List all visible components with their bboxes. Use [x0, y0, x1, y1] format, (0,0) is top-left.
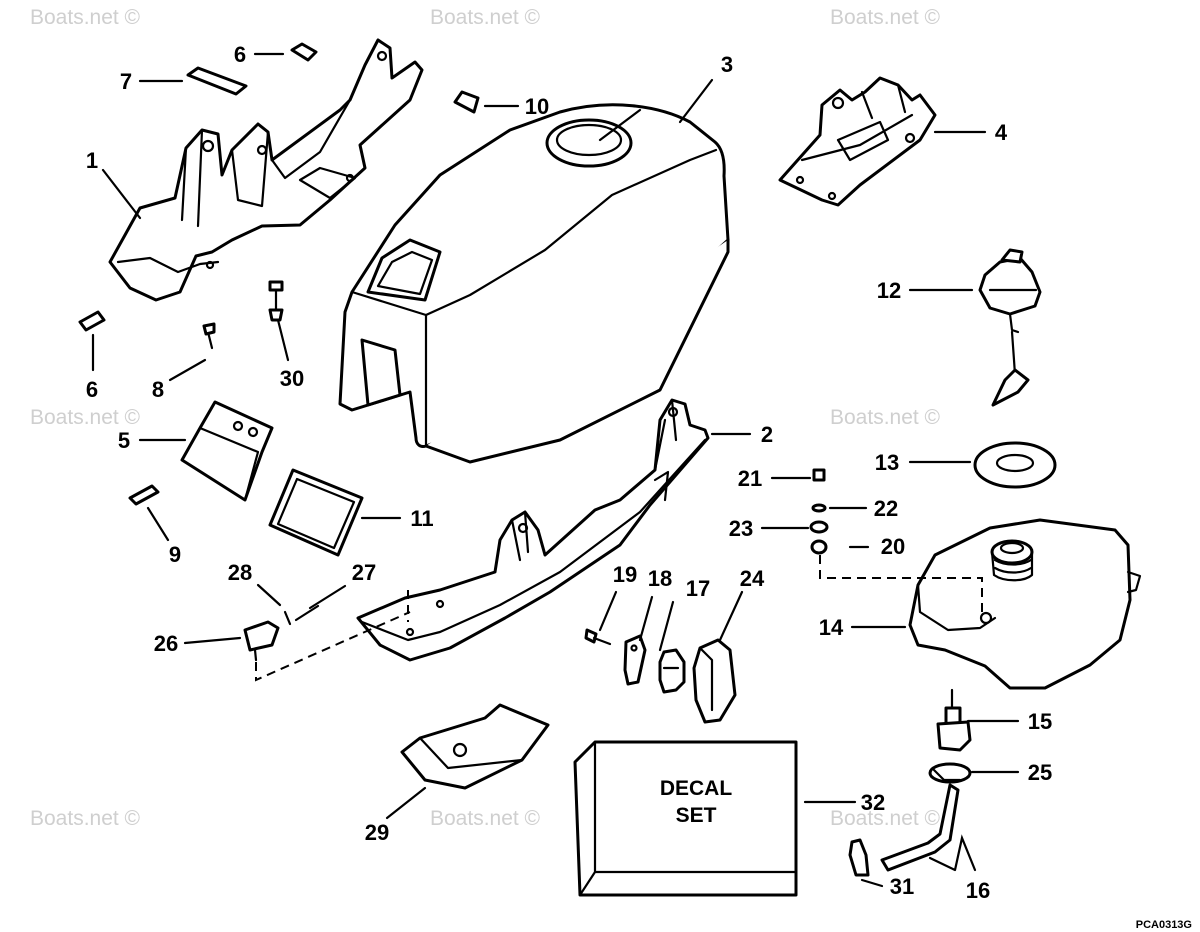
leader-lines: [91, 52, 1020, 888]
callout-12: 12: [877, 278, 901, 303]
screws: [78, 42, 829, 555]
callout-11: 11: [410, 506, 433, 531]
part-29-pad: [400, 703, 550, 790]
part-5-tray: [180, 400, 274, 502]
callout-7: 7: [120, 69, 132, 94]
part-10-plug: [453, 90, 480, 114]
part-24-plate: [692, 638, 737, 724]
watermark-text: Boats.net ©: [830, 6, 941, 29]
part-3-motor-cover: [338, 103, 730, 464]
part-17-clip: [658, 648, 686, 694]
part-15-fitting: [936, 688, 972, 752]
part-16-hose: [880, 783, 960, 872]
watermark-text: Boats.net ©: [830, 807, 941, 830]
callout-27: 27: [352, 560, 376, 585]
watermarks: Boats.net © Boats.net © Boats.net © Boat…: [30, 6, 941, 830]
part-9-screw: [128, 484, 160, 506]
callout-28: 28: [228, 560, 252, 585]
watermark-text: Boats.net ©: [430, 6, 541, 29]
part-31-clip: [848, 838, 870, 877]
callout-22: 22: [874, 496, 898, 521]
part-6-screw-lower: [78, 310, 106, 332]
callout-6-lower: 6: [86, 377, 98, 402]
callout-26: 26: [154, 631, 178, 656]
part-25-clamp: [928, 762, 972, 784]
callout-2: 2: [761, 422, 773, 447]
callout-20: 20: [881, 534, 905, 559]
callout-23: 23: [729, 516, 753, 541]
callout-4: 4: [995, 120, 1008, 145]
watermark-text: Boats.net ©: [30, 6, 141, 29]
callout-6-upper: 6: [234, 42, 246, 67]
callout-30: 30: [280, 366, 304, 391]
callout-21: 21: [738, 466, 762, 491]
drawing-code: PCA0313G: [1136, 919, 1192, 931]
part-14-fuel-tank: [908, 518, 1142, 690]
watermark-text: Boats.net ©: [430, 807, 541, 830]
part-1-bracket: [108, 38, 424, 302]
part-6-screw-upper: [290, 42, 318, 62]
part-18-strap: [623, 634, 647, 686]
part-21-screw: [812, 468, 826, 482]
part-19-screw: [584, 628, 612, 646]
part-32-decal-set: DECAL SET: [573, 740, 798, 897]
decal-box-line1: DECAL: [660, 777, 733, 800]
part-12-fuel-cap: [978, 248, 1042, 407]
part-2-bracket: [356, 398, 710, 662]
callout-3: 3: [721, 52, 733, 77]
callout-10: 10: [525, 94, 549, 119]
callout-15: 15: [1028, 709, 1052, 734]
callout-25: 25: [1028, 760, 1052, 785]
part-27-28-pins: [283, 604, 320, 626]
callout-5: 5: [118, 428, 130, 453]
watermark-text: Boats.net ©: [30, 406, 141, 429]
callout-13: 13: [875, 450, 899, 475]
part-20-nut: [810, 539, 828, 555]
callout-19: 19: [613, 562, 637, 587]
assembly-lines: [255, 555, 983, 682]
callout-31: 31: [890, 874, 914, 899]
part-22-washer: [811, 503, 827, 513]
part-26-connector: [243, 620, 280, 662]
part-11-gasket: [268, 468, 364, 557]
callout-32: 32: [861, 790, 885, 815]
callout-labels: 1 2 3 4 5 6 6 7 8 9 10 11 12 13 14 15 16…: [86, 42, 1052, 903]
part-7-plate: [186, 66, 248, 96]
callout-16: 16: [966, 878, 990, 903]
part-23-washer: [809, 520, 829, 534]
callout-8: 8: [152, 377, 164, 402]
callout-1: 1: [86, 148, 98, 173]
callout-17: 17: [686, 576, 710, 601]
callout-14: 14: [819, 615, 844, 640]
callout-9: 9: [169, 542, 181, 567]
callout-24: 24: [740, 566, 765, 591]
part-13-seal: [973, 441, 1057, 489]
callout-18: 18: [648, 566, 672, 591]
part-4-bracket: [778, 76, 937, 207]
callout-29: 29: [365, 820, 389, 845]
decal-box-line2: SET: [676, 804, 717, 827]
watermark-text: Boats.net ©: [830, 406, 941, 429]
watermark-text: Boats.net ©: [30, 807, 141, 830]
